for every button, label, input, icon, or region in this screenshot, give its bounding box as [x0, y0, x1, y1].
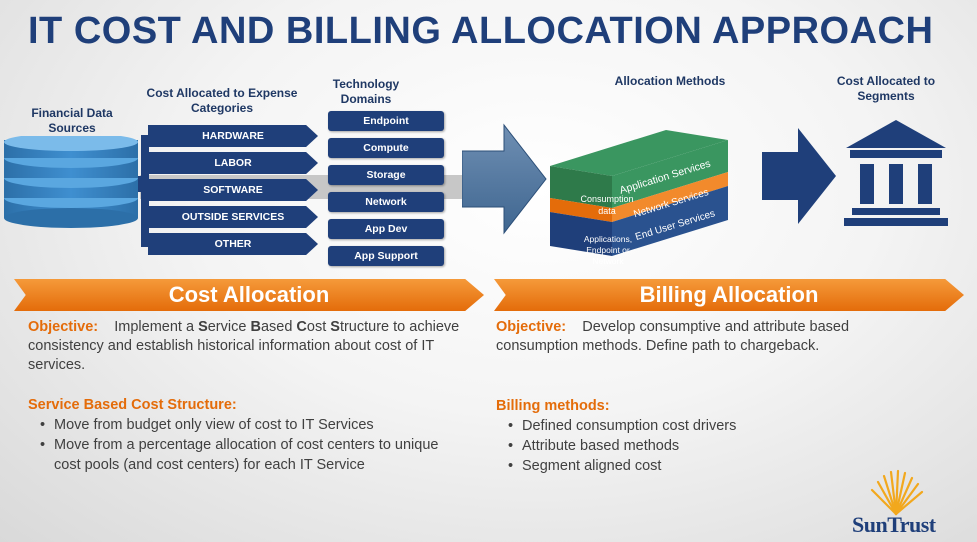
objective-text: ost: [306, 319, 331, 335]
list-item: Defined consumption cost drivers: [496, 416, 916, 436]
right-objective: Objective: Develop consumptive and attri…: [496, 318, 916, 356]
allocation-cube: Application Services Network Services En…: [550, 130, 728, 256]
financial-data-header: Financial Data Sources: [31, 106, 113, 135]
category-software: SOFTWARE: [148, 179, 318, 201]
category-hardware: HARDWARE: [148, 125, 318, 147]
list-item: Move from a percentage allocation of cos…: [28, 435, 468, 475]
objective-label: Objective:: [496, 319, 567, 335]
arrow-right-icon: [462, 123, 547, 235]
objective-text: Implement a: [114, 319, 199, 335]
methods-header: Allocation Methods: [614, 74, 726, 88]
category-bracket: [141, 135, 149, 247]
right-bullets: Defined consumption cost drivers Attribu…: [496, 416, 916, 476]
segments-header: Cost Allocated to Segments: [836, 74, 936, 103]
sunburst-logo-icon: [870, 469, 924, 516]
objective-text: ervice: [207, 319, 251, 335]
page-title: IT COST AND BILLING ALLOCATION APPROACH: [28, 10, 934, 52]
bank-icon: [844, 120, 948, 226]
objective-b: B: [250, 319, 261, 335]
database-icon: [4, 136, 148, 228]
domain-network: Network: [328, 192, 444, 212]
domains-header: Technology Domains: [332, 77, 400, 106]
left-subheading: Service Based Cost Structure:: [28, 397, 237, 413]
objective-label: Objective:: [28, 319, 99, 335]
objective-s: S: [198, 319, 208, 335]
objective-text: tructure to achieve consistency and esta…: [28, 319, 460, 373]
category-labor: LABOR: [148, 152, 318, 174]
arrow-right-icon-2: [762, 128, 836, 224]
domain-storage: Storage: [328, 165, 444, 185]
billing-allocation-banner: Billing Allocation: [494, 279, 964, 311]
domain-endpoint: Endpoint: [328, 111, 444, 131]
applications-label: Applications, Endpoint or Network: [583, 234, 633, 266]
left-objective: Objective: Implement a Service Based Cos…: [28, 318, 468, 375]
list-item: Move from budget only view of cost to IT…: [28, 415, 468, 435]
domain-app-support: App Support: [328, 246, 444, 266]
objective-text: ased: [260, 319, 297, 335]
domain-app-dev: App Dev: [328, 219, 444, 239]
suntrust-logo: SunTrust: [852, 512, 936, 537]
consumption-data-label: Consumption data: [580, 194, 634, 216]
cost-allocation-banner: Cost Allocation: [14, 279, 484, 311]
list-item: Segment aligned cost: [496, 456, 916, 476]
category-other: OTHER: [148, 233, 318, 255]
objective-c: C: [296, 319, 307, 335]
right-subheading: Billing methods:: [496, 398, 610, 414]
domain-compute: Compute: [328, 138, 444, 158]
categories-header: Cost Allocated to Expense Categories: [146, 86, 298, 115]
objective-text: Develop consumptive and attribute based …: [496, 319, 850, 354]
list-item: Attribute based methods: [496, 436, 916, 456]
category-outside-services: OUTSIDE SERVICES: [148, 206, 318, 228]
left-bullets: Move from budget only view of cost to IT…: [28, 415, 468, 475]
objective-s2: S: [330, 319, 340, 335]
